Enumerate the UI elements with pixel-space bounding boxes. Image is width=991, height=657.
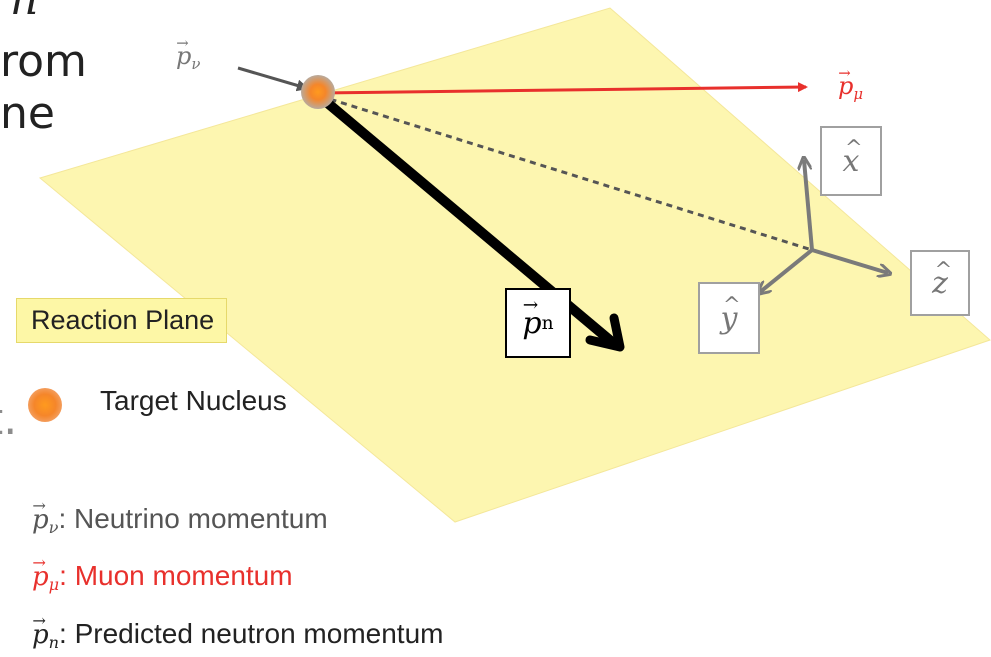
- neutron-arrow-head: [585, 313, 625, 352]
- x-axis-line: [804, 160, 814, 251]
- neutron-vector-box: pn: [505, 288, 571, 358]
- legend-muon: pμ: Muon momentum: [32, 553, 293, 594]
- legend-neutrino: pν: Neutrino momentum: [32, 496, 328, 537]
- z-axis-label: z: [910, 250, 970, 316]
- muon-arrow: [319, 82, 808, 95]
- legend-neutron: pn: Predicted neutron momentum: [32, 611, 443, 652]
- target-nucleus-label: Target Nucleus: [100, 385, 287, 416]
- target-nucleus-icon: [28, 388, 62, 422]
- neutrino-arrow: [237, 66, 309, 92]
- dashed-projection-line: [319, 94, 813, 252]
- y-axis-line: [760, 248, 814, 292]
- bg-text-line2: ne: [0, 88, 55, 139]
- bg-text-line3: t.: [0, 394, 18, 445]
- y-axis-label: y: [698, 282, 760, 354]
- neutrino-vector-label: pν: [176, 34, 200, 73]
- bg-text-partial-top: n: [10, 0, 38, 22]
- bg-text-line1: rom: [0, 36, 87, 87]
- z-axis-line: [811, 248, 888, 273]
- reaction-plane-label: Reaction Plane: [16, 298, 228, 343]
- target-nucleus: [301, 75, 335, 109]
- x-axis-label: x: [820, 126, 882, 196]
- muon-vector-label: pμ: [838, 64, 863, 103]
